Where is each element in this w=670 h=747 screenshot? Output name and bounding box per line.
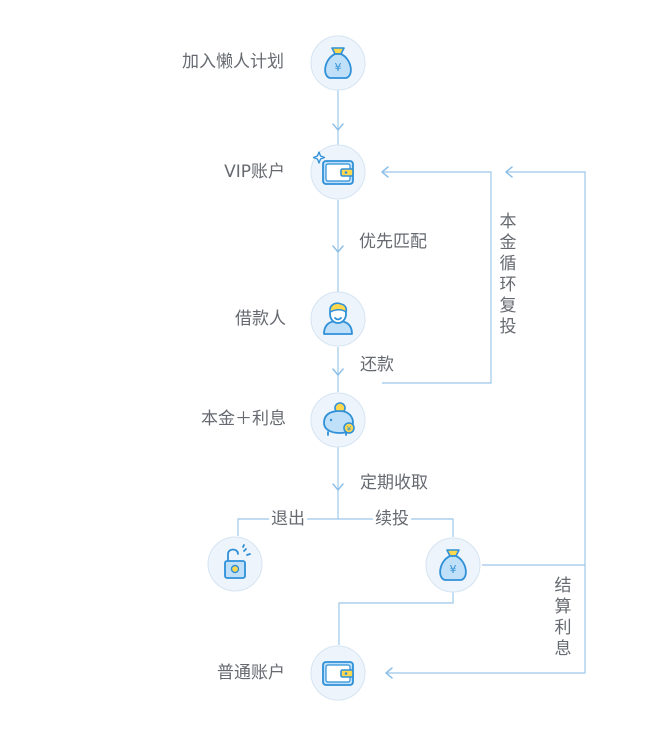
edge-label-principal-reinvest: 本金循环复投 — [499, 212, 517, 337]
piggy-bank-icon: ¥ — [323, 402, 355, 436]
arrow-left-normal-account — [385, 667, 393, 679]
connector-lines — [237, 90, 586, 674]
arrow-heads — [332, 123, 513, 679]
person-icon — [323, 302, 353, 335]
node-label-principal-interest: 本金＋利息 — [201, 409, 286, 429]
arrow-left-vip-from-settle — [505, 166, 513, 178]
edge-label-priority-match: 优先匹配 — [359, 232, 427, 252]
money-bag-icon: ¥ — [324, 47, 352, 79]
node-label-borrower: 借款人 — [235, 309, 286, 329]
edge-label-repay: 还款 — [360, 355, 394, 375]
node-label-normal-account: 普通账户 — [217, 663, 285, 683]
money-bag-icon: ¥ — [439, 549, 467, 581]
arrow-down-vip — [332, 123, 344, 131]
arrow-down-principal — [332, 368, 344, 376]
arrow-left-vip-from-reinvest — [381, 166, 389, 178]
arrow-down-borrower — [332, 245, 344, 253]
vip-wallet-icon — [312, 151, 354, 185]
unlocked-lock-icon — [224, 544, 251, 579]
edge-label-continue-invest: 续投 — [373, 509, 411, 529]
edge-label-periodic-collect: 定期收取 — [360, 473, 428, 493]
edge-label-settle-interest: 结算利息 — [554, 576, 572, 659]
wallet-icon — [322, 661, 354, 686]
node-circles — [207, 35, 481, 701]
node-label-join-plan: 加入懒人计划 — [182, 52, 284, 72]
svg-text:¥: ¥ — [450, 563, 457, 576]
node-label-vip-account: VIP账户 — [224, 162, 285, 182]
svg-text:¥: ¥ — [335, 61, 342, 74]
edge-label-exit: 退出 — [269, 509, 307, 529]
arrow-down-collect — [332, 483, 344, 491]
svg-text:¥: ¥ — [347, 425, 352, 433]
